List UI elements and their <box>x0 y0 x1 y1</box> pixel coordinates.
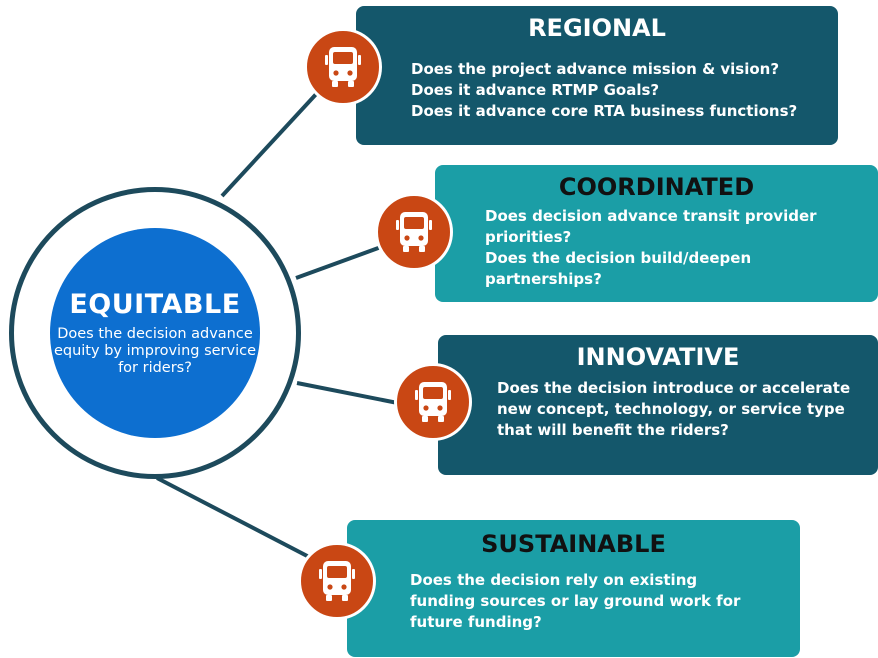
regional-question: Does it advance core RTA business functi… <box>411 102 798 120</box>
coordinated-question: Does the decision build/deepen <box>485 249 752 267</box>
bus-icon-glyph <box>396 212 432 252</box>
equitable-title: EQUITABLE <box>69 289 241 320</box>
coordinated-questions: Does decision advance transit provider p… <box>485 206 817 290</box>
coordinated-question: Does decision advance transit provider <box>485 207 817 225</box>
sustainable-question: future funding? <box>410 613 542 631</box>
regional-questions: Does the project advance mission & visio… <box>411 59 797 122</box>
equitable-outer-ring: EQUITABLE Does the decision advance equi… <box>9 187 301 479</box>
bus-icon <box>298 542 376 620</box>
sustainable-card: SUSTAINABLE Does the decision rely on ex… <box>347 520 800 657</box>
innovative-question: Does the decision introduce or accelerat… <box>497 379 851 397</box>
bus-icon-glyph <box>325 47 361 87</box>
innovative-question: new concept, technology, or service type <box>497 400 845 418</box>
equitable-circle: EQUITABLE Does the decision advance equi… <box>50 228 260 438</box>
sustainable-title: SUSTAINABLE <box>481 530 666 558</box>
coordinated-question: partnerships? <box>485 270 602 288</box>
innovative-card: INNOVATIVE Does the decision introduce o… <box>438 335 878 475</box>
regional-card: REGIONAL Does the project advance missio… <box>356 6 838 145</box>
equitable-question: Does the decision advance equity by impr… <box>53 326 257 376</box>
regional-question: Does the project advance mission & visio… <box>411 60 780 78</box>
sustainable-questions: Does the decision rely on existing fundi… <box>410 570 740 633</box>
innovative-question: that will benefit the riders? <box>497 421 729 439</box>
coordinated-question: priorities? <box>485 228 572 246</box>
regional-title: REGIONAL <box>528 14 666 42</box>
bus-icon-glyph <box>415 382 451 422</box>
sustainable-question: funding sources or lay ground work for <box>410 592 741 610</box>
coordinated-card: COORDINATED Does decision advance transi… <box>435 165 878 302</box>
bus-icon <box>375 193 453 271</box>
sustainable-question: Does the decision rely on existing <box>410 571 698 589</box>
bus-icon <box>394 363 472 441</box>
coordinated-title: COORDINATED <box>558 173 755 201</box>
innovative-questions: Does the decision introduce or accelerat… <box>497 378 850 441</box>
regional-question: Does it advance RTMP Goals? <box>411 81 660 99</box>
bus-icon <box>304 28 382 106</box>
bus-icon-glyph <box>319 561 355 601</box>
innovative-title: INNOVATIVE <box>576 343 740 371</box>
